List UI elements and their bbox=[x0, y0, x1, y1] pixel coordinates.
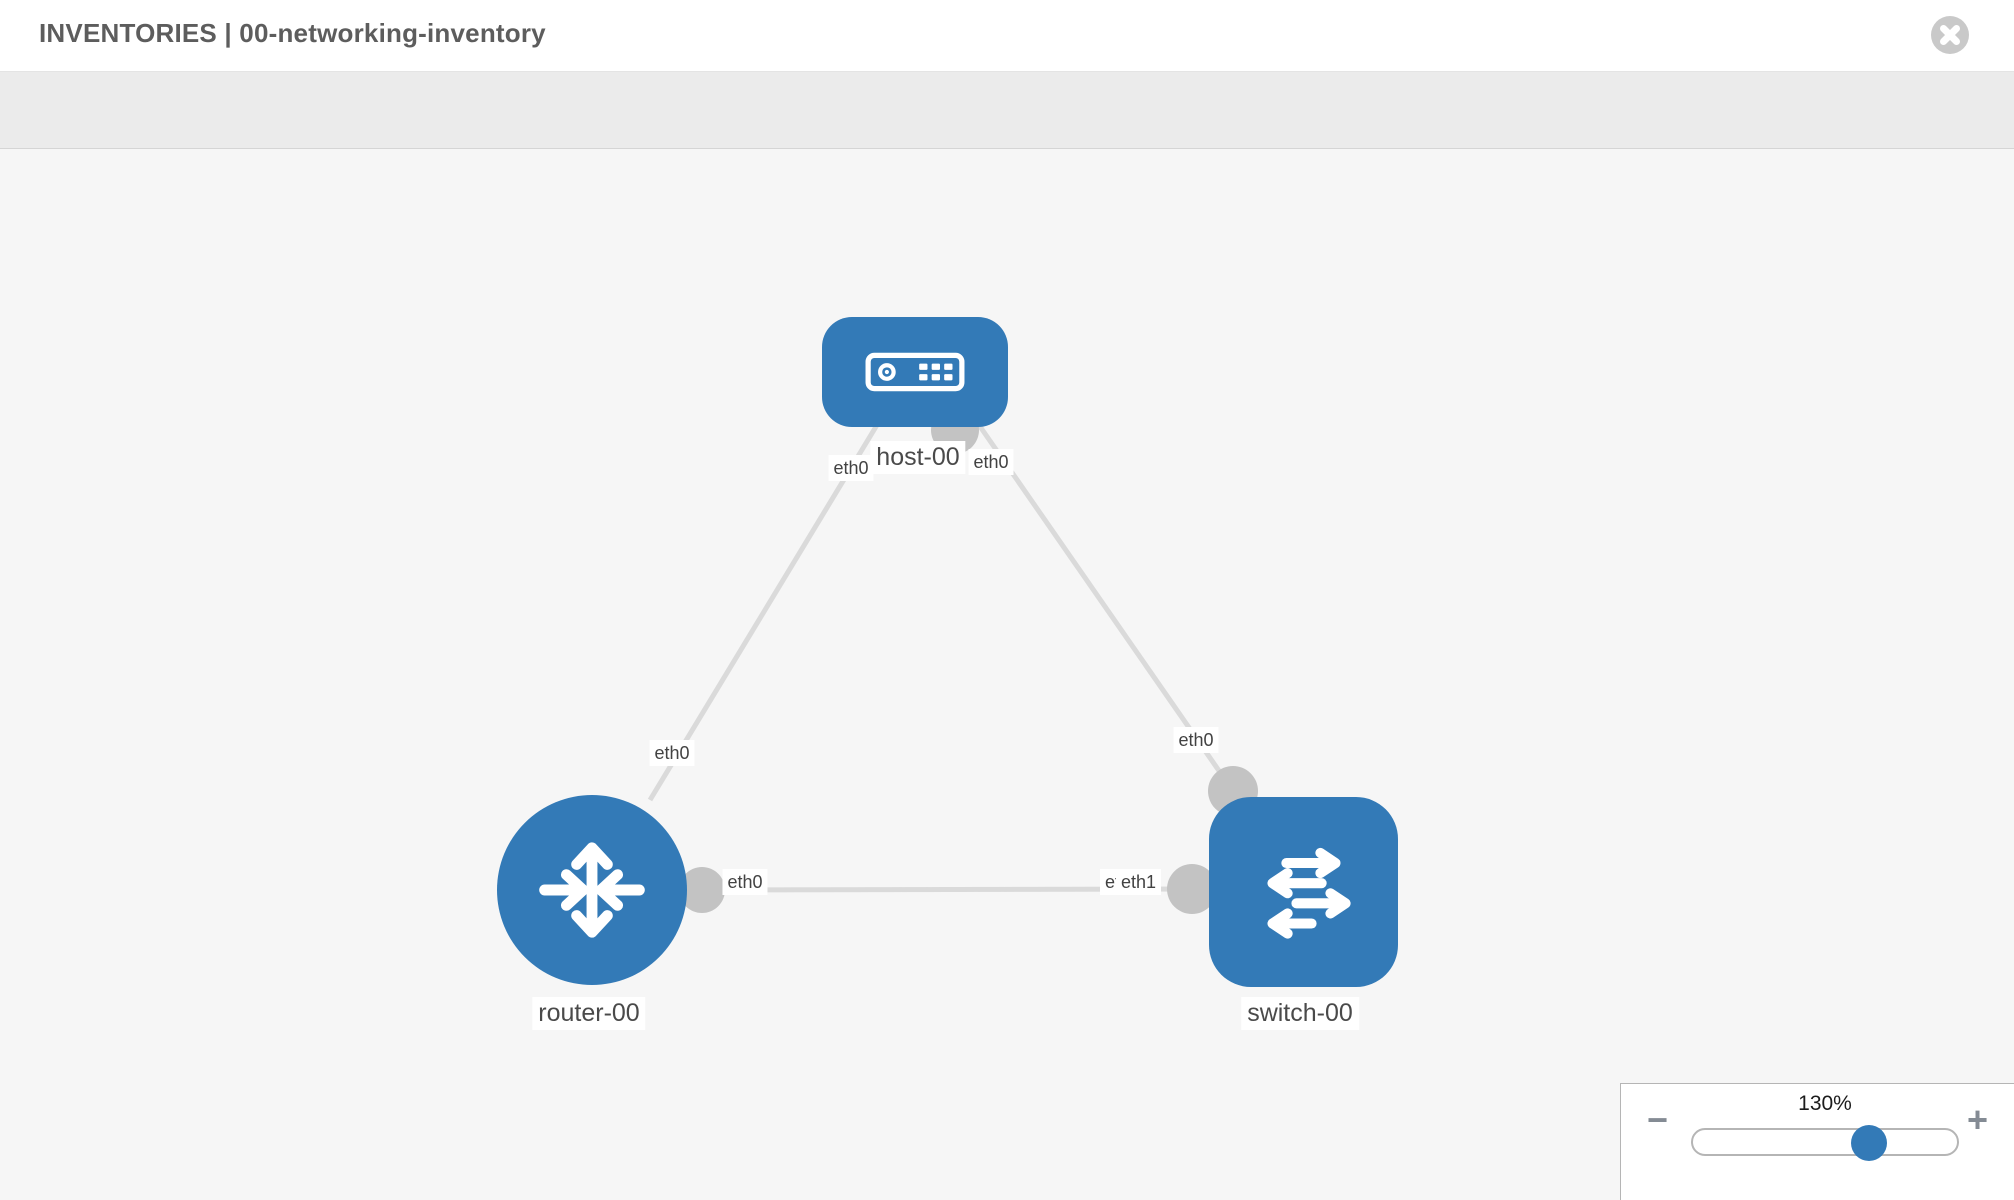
node-label-host-00: host-00 bbox=[870, 441, 966, 474]
iface-label-host-eth0-right: eth0 bbox=[968, 449, 1014, 475]
node-switch-00[interactable] bbox=[1209, 797, 1398, 987]
toolbar bbox=[0, 72, 2014, 149]
node-label-switch-00: switch-00 bbox=[1241, 997, 1359, 1030]
iface-label-switch-eth1: eth1 bbox=[1116, 869, 1162, 895]
iface-label-router-eth0-top: eth0 bbox=[649, 740, 695, 766]
link-host-router bbox=[647, 418, 883, 802]
node-host-00[interactable] bbox=[822, 317, 1008, 427]
switch-arrows-icon bbox=[1266, 847, 1351, 939]
topology-canvas[interactable]: host-00 router-00 switch-00 eth0 eth0 et… bbox=[0, 149, 2014, 1200]
zoom-in-button[interactable]: + bbox=[1967, 1099, 1989, 1140]
page-title: INVENTORIES | 00-networking-inventory bbox=[39, 18, 546, 48]
zoom-slider-thumb[interactable] bbox=[1851, 1125, 1887, 1161]
header: INVENTORIES | 00-networking-inventory bbox=[0, 0, 2014, 72]
close-icon[interactable] bbox=[1930, 15, 1970, 55]
router-arrows-icon bbox=[539, 842, 645, 938]
endpoint-switch-left[interactable] bbox=[1167, 864, 1217, 914]
zoom-control-panel: 130% − + bbox=[1620, 1083, 2014, 1200]
server-icon bbox=[865, 352, 965, 392]
zoom-out-button[interactable]: − bbox=[1647, 1099, 1669, 1140]
node-router-00[interactable] bbox=[497, 795, 687, 985]
node-label-router-00: router-00 bbox=[532, 997, 646, 1030]
endpoint-router-right[interactable] bbox=[679, 867, 725, 913]
iface-label-router-eth0-mid: eth0 bbox=[722, 869, 768, 895]
topology-links bbox=[647, 406, 1258, 914]
zoom-level-value: 130% bbox=[1798, 1092, 1852, 1115]
iface-label-switch-eth0-top: eth0 bbox=[1173, 727, 1219, 753]
zoom-slider[interactable] bbox=[1691, 1125, 1959, 1161]
iface-label-host-eth0-left: eth0 bbox=[828, 455, 874, 481]
